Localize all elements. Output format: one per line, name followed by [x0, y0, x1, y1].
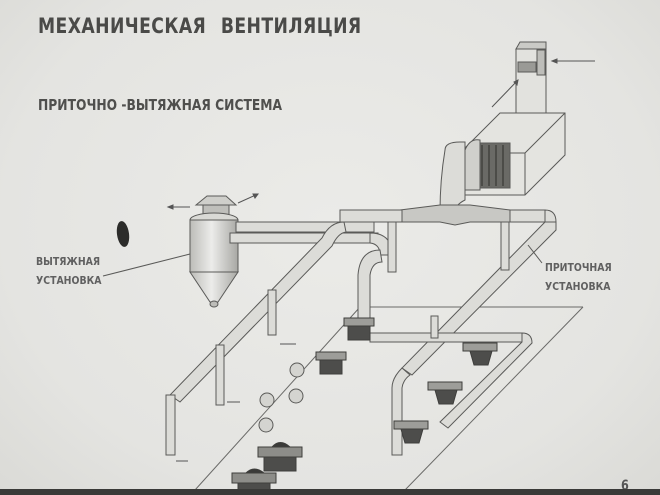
supply-air-intake-tower — [515, 41, 547, 129]
supply-duct-network — [339, 141, 557, 456]
film-frame-edge — [0, 489, 660, 495]
outlet-arrows — [176, 343, 296, 462]
workbench — [315, 351, 347, 375]
exhaust-unit-label: ВЫТЯЖНАЯ УСТАНОВКА — [36, 252, 101, 290]
leader-lines — [102, 244, 543, 277]
slide-subtitle: ПРИТОЧНО -ВЫТЯЖНАЯ СИСТЕМА — [38, 96, 283, 114]
air-flow-arrows — [166, 193, 259, 210]
workbenches — [231, 317, 498, 494]
page-number: 6 — [620, 478, 629, 494]
workbench — [257, 442, 303, 472]
anvil — [462, 342, 498, 366]
exhaust-duct-network — [165, 221, 393, 456]
workbench — [343, 317, 375, 341]
exhaust-cyclone-unit — [189, 195, 239, 308]
slide-title: МЕХАНИЧЕСКАЯ ВЕНТИЛЯЦИЯ — [38, 14, 362, 38]
anvil — [393, 420, 429, 444]
stain-mark — [116, 221, 130, 247]
supply-fan-heater-unit — [459, 112, 566, 196]
local-exhaust-hoods — [258, 362, 305, 433]
supply-unit-label: ПРИТОЧНАЯ УСТАНОВКА — [545, 258, 612, 296]
anvil — [427, 381, 463, 405]
exhaust-label-line1: ВЫТЯЖНАЯ — [36, 255, 101, 268]
intake-arrows — [491, 58, 595, 108]
supply-label-line1: ПРИТОЧНАЯ — [545, 261, 612, 274]
exhaust-label-line2: УСТАНОВКА — [36, 274, 102, 287]
supply-label-line2: УСТАНОВКА — [545, 280, 611, 293]
